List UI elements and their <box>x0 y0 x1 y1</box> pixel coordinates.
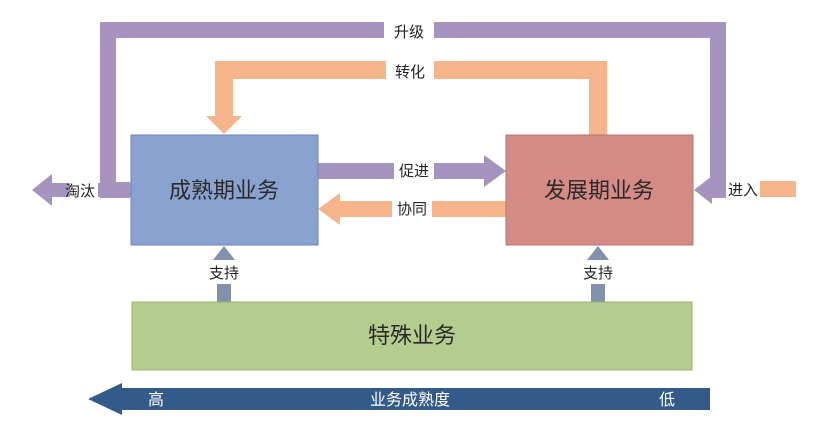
enter-arrow-body <box>760 181 796 197</box>
mature-business-box <box>130 134 319 246</box>
support-right-arrowhead <box>587 246 609 260</box>
support-right-label: 支持 <box>583 264 613 282</box>
support-right-arrow-body <box>591 284 605 302</box>
upgrade-label: 升级 <box>394 23 424 41</box>
special-business-box <box>131 301 693 371</box>
eliminate-arrowhead <box>32 174 52 206</box>
upgrade-arrowhead <box>694 176 712 204</box>
support-left-arrow-body <box>217 284 231 302</box>
transform-arrowhead <box>206 116 242 134</box>
promote-label: 促进 <box>399 162 429 180</box>
developing-business-label: 发展期业务 <box>544 179 654 204</box>
cooperate-arrowhead <box>318 193 340 225</box>
maturity-high-label: 高 <box>148 390 164 409</box>
developing-business-box <box>505 134 694 246</box>
support-left-label: 支持 <box>209 264 239 282</box>
maturity-axis-title: 业务成熟度 <box>370 390 450 409</box>
cooperate-label: 协同 <box>397 200 427 218</box>
transform-label: 转化 <box>395 63 425 81</box>
support-left-arrowhead <box>213 246 235 260</box>
enter-label: 进入 <box>728 181 758 199</box>
maturity-axis-arrow <box>88 383 710 415</box>
maturity-low-label: 低 <box>659 390 675 409</box>
eliminate-arrow-body <box>50 183 70 197</box>
mature-business-label: 成熟期业务 <box>169 179 279 204</box>
eliminate-label: 淘汰 <box>65 182 95 200</box>
special-business-label: 特殊业务 <box>368 324 456 349</box>
promote-arrowhead <box>484 155 506 187</box>
